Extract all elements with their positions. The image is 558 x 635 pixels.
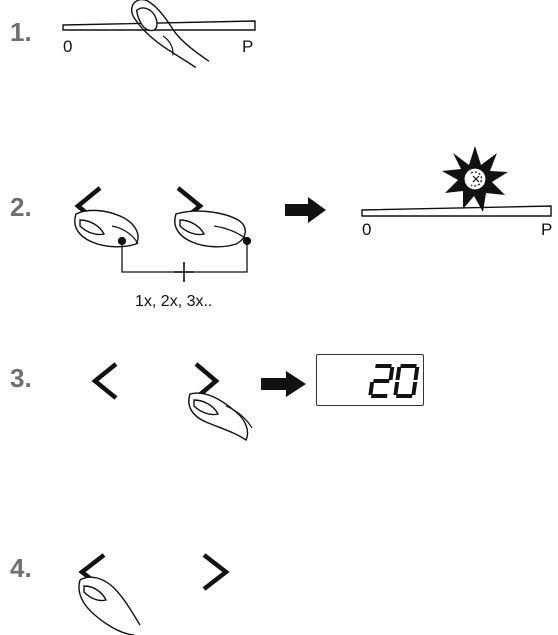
step-1-slider (63, 21, 255, 30)
finger-press-icon-left (75, 210, 138, 246)
chevron-right-icon (204, 555, 226, 589)
arrow-right-icon (261, 371, 306, 397)
step-2-slider (362, 206, 551, 216)
finger-press-icon (189, 393, 252, 440)
arrow-right-icon (285, 197, 326, 223)
finger-press-icon (79, 577, 140, 635)
chevron-left-icon (95, 364, 116, 398)
finger-press-icon (130, 0, 209, 76)
flash-icon (442, 146, 508, 212)
finger-press-icon-right (175, 211, 248, 247)
